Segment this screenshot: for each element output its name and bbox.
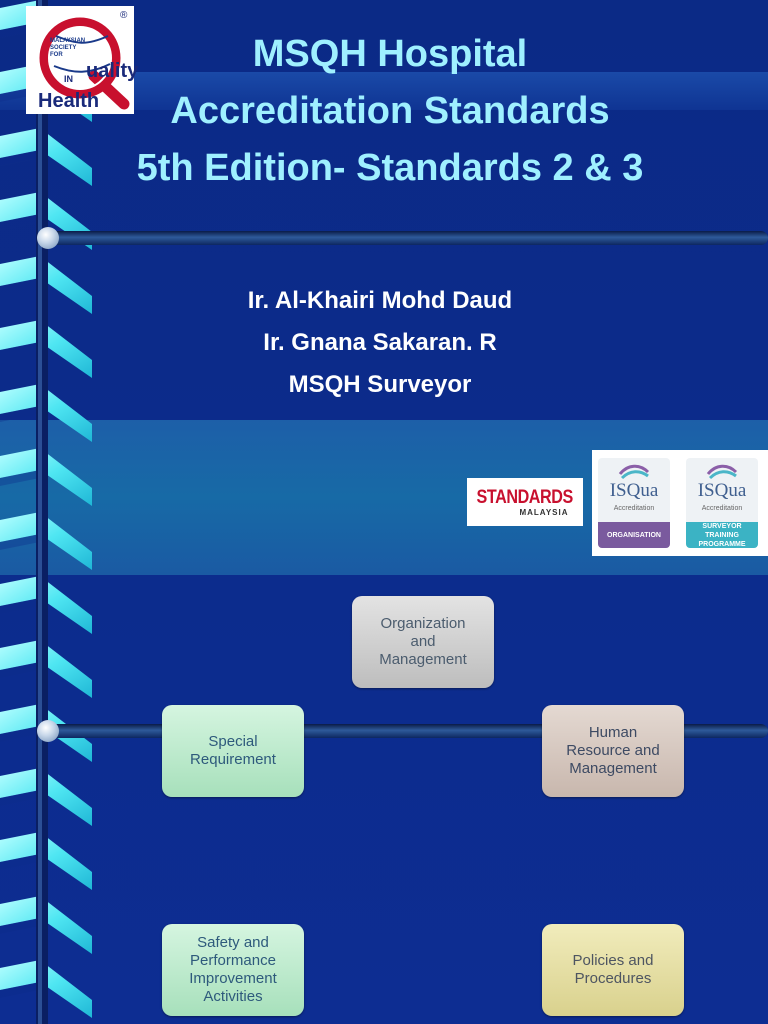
title-line-3: 5th Edition- Standards 2 & 3: [136, 147, 644, 189]
ribbon-spine-decoration: [0, 0, 92, 1024]
title-line-2: Accreditation Standards: [170, 90, 610, 132]
isqua-logos: ISQua Accreditation ORGANISATION ISQua A…: [592, 450, 768, 556]
author-2: Ir. Gnana Sakaran. R: [263, 329, 497, 356]
isqua-organisation-badge: ISQua Accreditation ORGANISATION: [598, 458, 670, 548]
node-organization-management: Organization and Management: [352, 596, 494, 688]
node-label: Special Requirement: [190, 733, 276, 768]
node-label: Organization and Management: [379, 615, 467, 668]
isqua-wave-icon: [706, 464, 738, 480]
msqh-logo: MALAYSIAN SOCIETY FOR uality IN Health ®: [26, 6, 138, 114]
isqua-organisation-label: ORGANISATION: [598, 522, 670, 548]
title-line-1: MSQH Hospital: [252, 33, 528, 75]
msqh-logo-in: IN: [64, 74, 73, 84]
slide-title: MSQH Hospital Accreditation Standards 5t…: [40, 26, 740, 197]
author-1: Ir. Al-Khairi Mohd Daud: [247, 287, 513, 314]
node-label: Policies and Procedures: [572, 952, 654, 987]
msqh-logo-tagline: MALAYSIAN SOCIETY FOR: [50, 38, 86, 58]
node-human-resource: Human Resource and Management: [542, 705, 684, 797]
isqua-surveyor-label: SURVEYOR TRAINING PROGRAMME: [686, 522, 758, 548]
node-label: Safety and Performance Improvement Activ…: [189, 934, 277, 1005]
standards-malaysia-logo: STANDARDS MALAYSIA: [467, 478, 583, 526]
standards-logo-name: STANDARDS: [476, 486, 574, 508]
standards-logo-country: MALAYSIA: [519, 507, 569, 517]
node-special-requirement: Special Requirement: [162, 705, 304, 797]
author-role: MSQH Surveyor: [288, 371, 472, 398]
registered-mark: ®: [120, 10, 128, 21]
bar-knob-top: [37, 227, 59, 249]
isqua-brand: ISQua: [697, 480, 747, 501]
msqh-logo-mark: [39, 17, 130, 110]
horizontal-bar-top: [46, 231, 768, 245]
isqua-accreditation-text: Accreditation: [613, 505, 655, 512]
node-policies-procedures: Policies and Procedures: [542, 924, 684, 1016]
isqua-brand: ISQua: [609, 480, 659, 501]
msqh-logo-q-word: uality: [86, 60, 139, 82]
author-block: Ir. Al-Khairi Mohd Daud Ir. Gnana Sakara…: [130, 280, 630, 406]
isqua-wave-icon: [618, 464, 650, 480]
isqua-surveyor-badge: ISQua Accreditation SURVEYOR TRAINING PR…: [686, 458, 758, 548]
node-safety-performance: Safety and Performance Improvement Activ…: [162, 924, 304, 1016]
node-label: Human Resource and Management: [566, 724, 660, 777]
msqh-logo-health: Health: [38, 90, 100, 112]
bar-knob-bottom: [37, 720, 59, 742]
isqua-accreditation-text: Accreditation: [701, 505, 743, 512]
